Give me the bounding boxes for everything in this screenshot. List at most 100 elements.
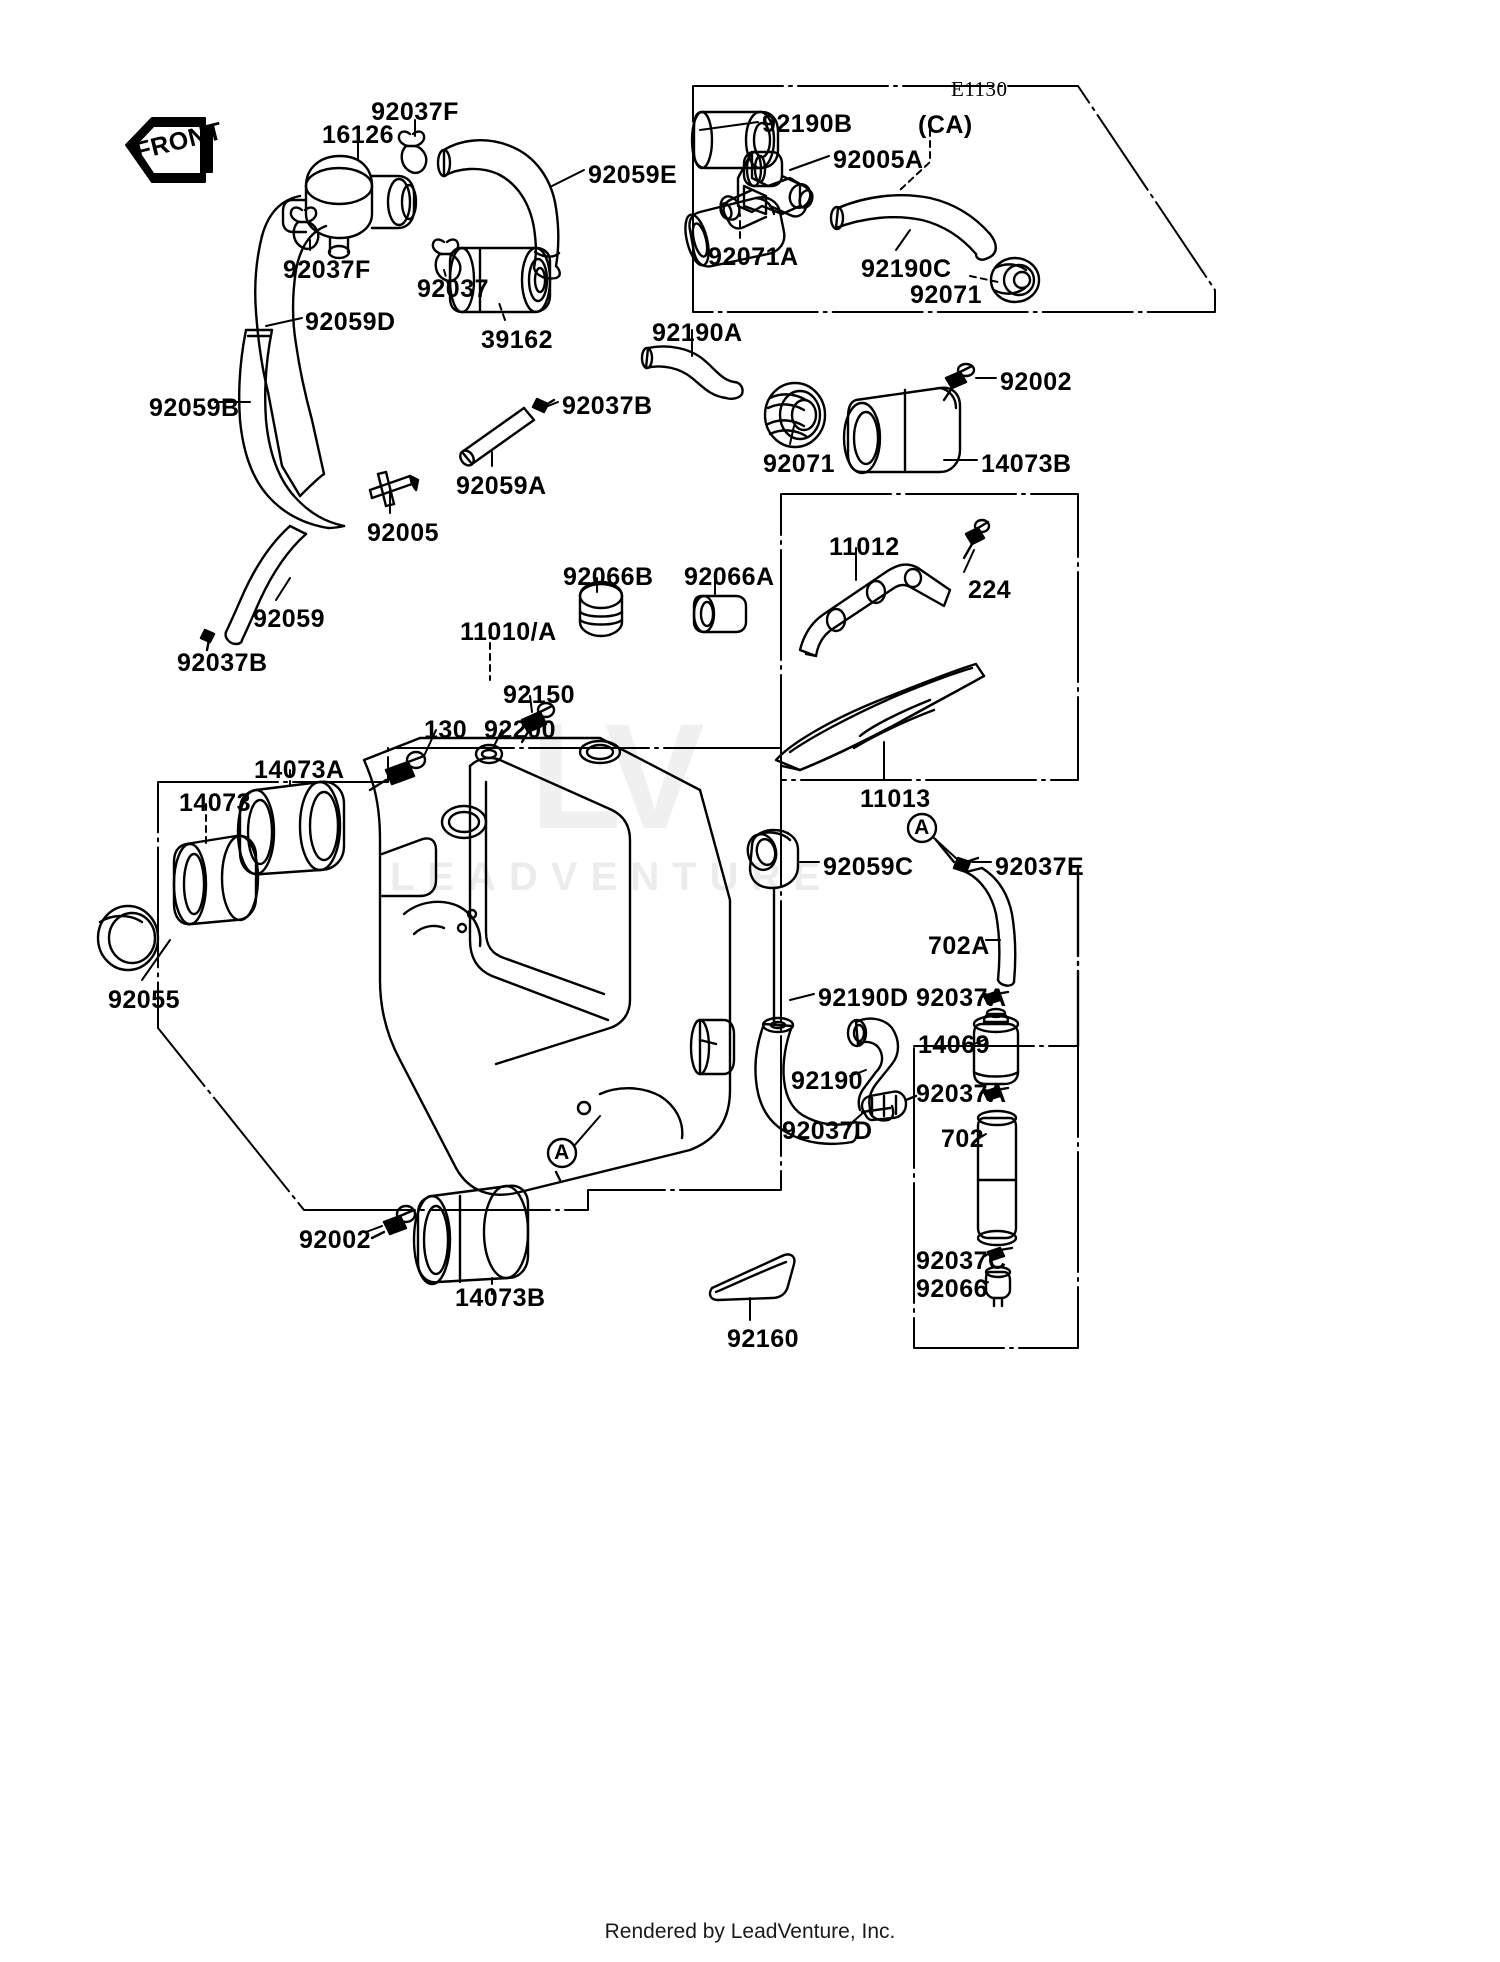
part-label-14069: 14069	[918, 1031, 991, 1059]
part-11010A-airbox	[362, 736, 736, 1196]
part-label-92059B: 92059B	[149, 394, 240, 422]
part-label-92190A: 92190A	[652, 319, 743, 347]
part-label-92190D: 92190D	[818, 984, 909, 1012]
part-92071-ca	[989, 256, 1041, 304]
part-label-92071: 92071	[763, 450, 836, 478]
part-label-702: 702	[941, 1125, 985, 1153]
part-label-92002: 92002	[299, 1226, 372, 1254]
part-92002-low	[370, 1204, 417, 1240]
part-92066B	[578, 580, 624, 638]
part-label-92037A: 92037A	[916, 1080, 1007, 1108]
part-702	[976, 1109, 1018, 1247]
watermark-text: LEADVENTURE	[390, 855, 834, 899]
part-label-92200: 92200	[484, 716, 557, 744]
part-92059C	[746, 828, 800, 1026]
part-label-92059: 92059	[253, 605, 326, 633]
part-label-14073: 14073	[179, 789, 252, 817]
part-label-92190: 92190	[791, 1067, 864, 1095]
part-label-92055: 92055	[108, 986, 181, 1014]
part-label-14073B: 14073B	[981, 450, 1072, 478]
part-label-92059C: 92059C	[823, 853, 914, 881]
part-92190D	[754, 1016, 859, 1146]
part-label-39162: 39162	[481, 326, 554, 354]
part-label-92005: 92005	[367, 519, 440, 547]
part-label-92037F: 92037F	[371, 98, 459, 126]
part-92066-small	[984, 1265, 1012, 1308]
part-92150	[520, 701, 556, 744]
part-label-92037B: 92037B	[562, 392, 653, 420]
inset-box-right	[913, 864, 1080, 1349]
inset-box-11012	[780, 493, 1079, 781]
clip-92037F-b	[289, 206, 320, 250]
clip-92037B-top	[531, 397, 556, 414]
part-label-92005A: 92005A	[833, 146, 924, 174]
part-92200	[474, 743, 504, 765]
part-130	[368, 750, 427, 792]
part-label-92066: 92066	[916, 1275, 989, 1303]
part-label-92071: 92071	[910, 281, 983, 309]
clip-92037A-upper	[982, 990, 1010, 1006]
part-14073B-low	[412, 1184, 530, 1286]
part-label-11010A: 11010/A	[460, 618, 557, 646]
part-label-92037E: 92037E	[995, 853, 1085, 881]
leader-lines	[141, 119, 1001, 1321]
inset-box-ca	[692, 85, 1216, 313]
callout-a-bottom	[546, 1137, 578, 1169]
part-11013	[774, 662, 986, 772]
part-14073	[172, 834, 260, 926]
part-92059D-hose-b	[291, 224, 328, 476]
part-702A	[964, 866, 1017, 987]
part-label-11013: 11013	[860, 785, 931, 813]
part-label-92190B: 92190B	[762, 110, 853, 138]
clip-92037F-a	[397, 130, 428, 174]
part-92190A	[640, 345, 744, 400]
part-92037D	[860, 1090, 918, 1122]
part-label-92037F: 92037F	[283, 256, 371, 284]
clip-92037C	[986, 1246, 1014, 1262]
part-label-92190C: 92190C	[861, 255, 952, 283]
part-11012	[798, 563, 952, 658]
inset-box-main	[157, 747, 782, 1211]
part-label-92066B: 92066B	[563, 563, 654, 591]
part-92002-top	[942, 362, 976, 402]
part-label-E1130: E1130	[951, 77, 1008, 101]
part-label-92059E: 92059E	[588, 161, 678, 189]
part-label-92037A: 92037A	[916, 984, 1007, 1012]
part-label-16126: 16126	[321, 121, 395, 149]
part-92005	[368, 470, 420, 508]
part-92059E	[436, 139, 561, 280]
front-arrow-icon	[125, 117, 213, 183]
part-label-92037B: 92037B	[177, 649, 268, 677]
part-92005A	[719, 150, 814, 230]
part-label-92059A: 92059A	[456, 472, 547, 500]
part-label-11012: 11012	[829, 533, 900, 561]
part-92071A	[684, 196, 786, 268]
part-label-92037C: 92037C	[916, 1247, 1007, 1275]
part-label-14073A: 14073A	[254, 756, 345, 784]
part-92190C	[829, 194, 997, 261]
part-label-92066A: 92066A	[684, 563, 775, 591]
part-92071	[763, 381, 827, 449]
part-92059	[224, 524, 308, 646]
clip-92037E	[934, 838, 980, 874]
callout-a-letter-bottom: A	[554, 1141, 570, 1164]
part-label-130: 130	[424, 716, 468, 744]
part-14069	[972, 1007, 1020, 1086]
part-label-92160: 92160	[727, 1325, 800, 1353]
callout-a-letter-top: A	[914, 816, 930, 839]
clip-92037A-lower	[982, 1086, 1010, 1102]
part-label-92059D: 92059D	[305, 308, 396, 336]
part-label-92150: 92150	[503, 681, 576, 709]
part-14073B-top	[842, 386, 962, 475]
part-label-92037: 92037	[417, 275, 490, 303]
part-92059D-hose	[254, 194, 302, 498]
part-92066A	[692, 594, 748, 634]
part-label-224: 224	[968, 576, 1012, 604]
footer-credit: Rendered by LeadVenture, Inc.	[604, 1920, 896, 1943]
part-label-702A: 702A	[928, 932, 990, 960]
part-92160	[708, 1253, 796, 1302]
part-label-92071A: 92071A	[708, 243, 799, 271]
part-16126	[281, 154, 418, 260]
